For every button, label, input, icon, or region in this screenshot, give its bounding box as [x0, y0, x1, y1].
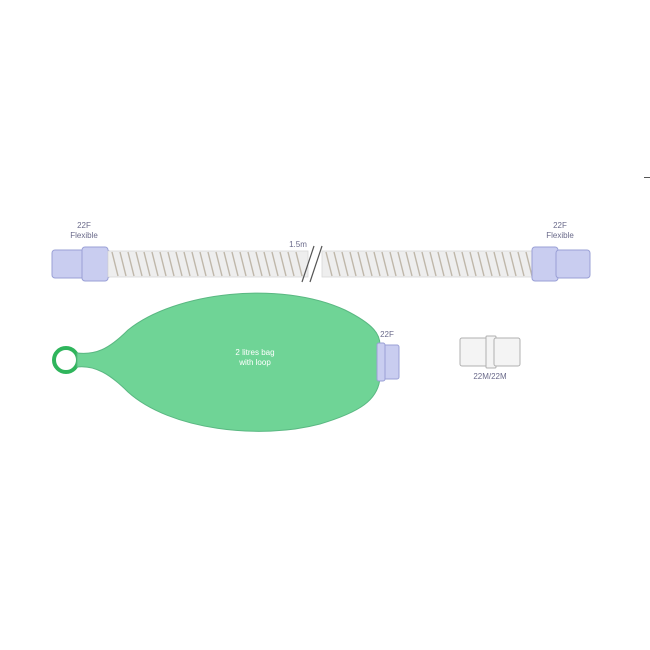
tube-coil	[437, 251, 445, 277]
bag-connector-label: 22F	[380, 330, 394, 339]
tube-coil	[159, 251, 167, 277]
tube-coil	[247, 251, 255, 277]
edge-tick	[644, 177, 650, 178]
tube-coil	[501, 251, 509, 277]
left-connector-type: Flexible	[70, 231, 98, 240]
tube-coils-right	[325, 251, 533, 277]
tube-coil	[421, 251, 429, 277]
tube-coil	[119, 251, 127, 277]
tube-coil	[485, 251, 493, 277]
tube-coil	[453, 251, 461, 277]
breathing-bag-icon	[52, 292, 400, 432]
tube-coil	[231, 251, 239, 277]
left-connector-label: 22F Flexible	[58, 221, 110, 241]
tube-coil	[223, 251, 231, 277]
tube-length-label: 1.5m	[289, 240, 307, 249]
bag-connector-band	[376, 342, 386, 382]
tube-coil	[127, 251, 135, 277]
tube-coil	[191, 251, 199, 277]
tube-coil	[413, 251, 421, 277]
right-connector-size: 22F	[553, 221, 567, 230]
tube-coil	[381, 251, 389, 277]
bag-capacity: 2 litres bag	[235, 348, 275, 357]
tube-coil	[215, 251, 223, 277]
tube-coil	[271, 251, 279, 277]
tube-break-mark	[301, 245, 315, 283]
tube-coil	[175, 251, 183, 277]
tube-coil	[477, 251, 485, 277]
adapter-left-body	[459, 337, 489, 367]
tube-coil	[405, 251, 413, 277]
tube-coil	[349, 251, 357, 277]
tube-coil	[255, 251, 263, 277]
right-connector	[555, 249, 591, 279]
tube-coil	[461, 251, 469, 277]
tube-coil	[517, 251, 525, 277]
tube-segment-left	[107, 250, 309, 278]
right-connector-ring	[531, 246, 559, 282]
tube-coil	[397, 251, 405, 277]
corrugated-tube-icon	[51, 245, 591, 283]
tube-coil	[135, 251, 143, 277]
bag-label: 2 litres bag with loop	[210, 348, 300, 368]
tube-coil	[365, 251, 373, 277]
tube-coil	[295, 251, 303, 277]
right-connector-label: 22F Flexible	[534, 221, 586, 241]
bag-loop-note: with loop	[239, 358, 271, 367]
tube-coil	[151, 251, 159, 277]
tube-coil	[509, 251, 517, 277]
tube-coils-left	[111, 251, 303, 277]
tube-coil	[279, 251, 287, 277]
adapter-right-body	[493, 337, 521, 367]
tube-coil	[263, 251, 271, 277]
tube-coil	[287, 251, 295, 277]
tube-coil	[429, 251, 437, 277]
tube-coil	[111, 251, 119, 277]
tube-coil	[389, 251, 397, 277]
tube-coil	[341, 251, 349, 277]
adapter-icon	[459, 335, 521, 369]
tube-coil	[167, 251, 175, 277]
tube-coil	[207, 251, 215, 277]
adapter-label: 22M/22M	[473, 372, 507, 381]
tube-coil	[239, 251, 247, 277]
left-connector-size: 22F	[77, 221, 91, 230]
tube-coil	[469, 251, 477, 277]
tube-coil	[143, 251, 151, 277]
tube-coil	[525, 251, 533, 277]
tube-coil	[325, 251, 333, 277]
tube-coil	[333, 251, 341, 277]
tube-coil	[373, 251, 381, 277]
tube-coil	[445, 251, 453, 277]
right-connector-type: Flexible	[546, 231, 574, 240]
left-connector-ring	[81, 246, 109, 282]
bag-loop-ring	[52, 346, 80, 374]
tube-coil	[357, 251, 365, 277]
tube-coil	[183, 251, 191, 277]
tube-break-mark	[309, 245, 323, 283]
tube-coil	[199, 251, 207, 277]
tube-coil	[493, 251, 501, 277]
